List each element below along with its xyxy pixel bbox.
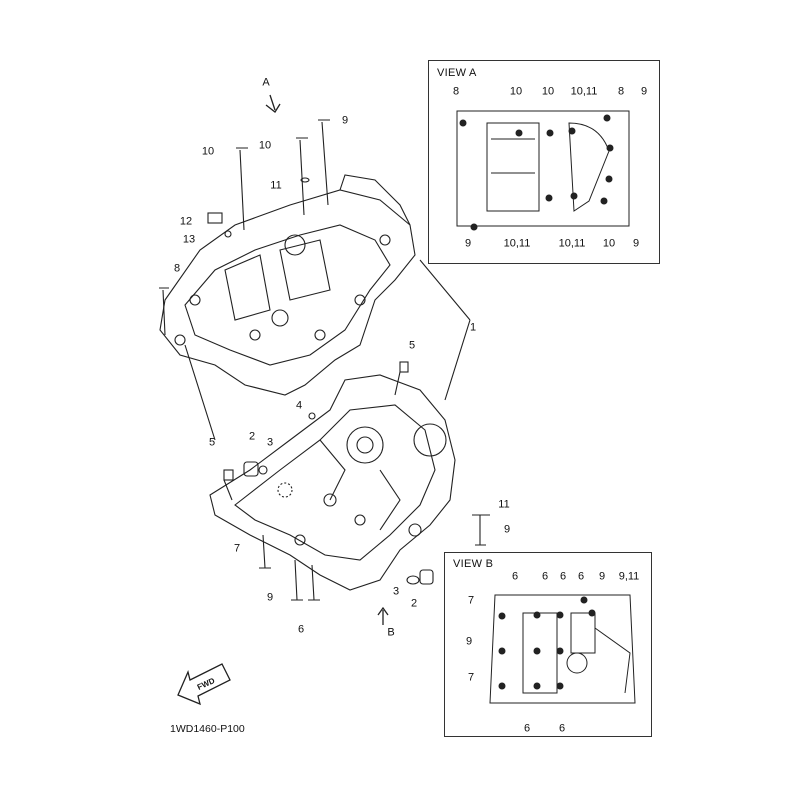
upper-crankcase [159,174,416,396]
callout: 9 [341,114,349,127]
callout: 7 [233,542,241,555]
view-b-callout: 9,11 [618,570,640,583]
view-a-callout: 8 [617,85,625,98]
callout: 12 [179,215,193,228]
callout: 9 [503,523,511,536]
callout: 11 [270,179,282,192]
view-a-callout: 10,11 [503,237,531,250]
callout: 6 [297,623,305,636]
callout: 2 [410,597,418,610]
callout: 10 [201,145,215,158]
callout: 10 [258,139,272,152]
fasteners [159,94,490,625]
view-b-inset: VIEW B 6 6 6 6 9 9,11 7 9 7 6 6 [444,552,652,737]
view-b-callout: 7 [467,594,475,607]
view-b-callout: 6 [558,722,566,735]
part-code: 1WD1460-P100 [170,723,245,735]
view-b-title: VIEW B [453,558,494,570]
view-a-callout: 10 [509,85,523,98]
view-a-callout: 10 [541,85,555,98]
callout: 1 [469,321,477,334]
callout: 4 [295,399,303,412]
view-b-callout: 6 [541,570,549,583]
view-b-callout: 7 [467,671,475,684]
view-b-callout: 6 [559,570,567,583]
callout: 2 [248,430,256,443]
view-a-callout: 9 [464,237,472,250]
view-b-callout: 9 [465,635,473,648]
view-a-callout: 9 [632,237,640,250]
callout: 9 [266,591,274,604]
view-b-callout: 9 [598,570,606,583]
lower-crankcase [209,374,456,591]
callout: 8 [173,262,181,275]
view-a-callout: 10 [602,237,616,250]
view-arrow-a: A [262,76,270,89]
callout: 11 [498,498,510,511]
view-b-callout: 6 [577,570,585,583]
view-b-callout: 6 [511,570,519,583]
view-a-drawing [456,110,630,231]
view-a-callout: 10,11 [570,85,598,98]
callout: 3 [392,585,400,598]
view-b-drawing [489,594,636,704]
callout: 13 [182,233,196,246]
view-b-callout: 6 [523,722,531,735]
view-a-title: VIEW A [437,67,477,79]
view-a-callout: 10,11 [558,237,586,250]
callout: 5 [408,339,416,352]
callout: 3 [266,436,274,449]
view-a-callout: 8 [452,85,460,98]
view-a-inset: VIEW A 8 10 10 10,11 8 9 9 10,11 10,11 1… [428,60,660,264]
fwd-arrow-icon [177,663,231,706]
view-a-callout: 9 [640,85,648,98]
callout: 5 [208,436,216,449]
view-arrow-b: B [387,626,395,639]
